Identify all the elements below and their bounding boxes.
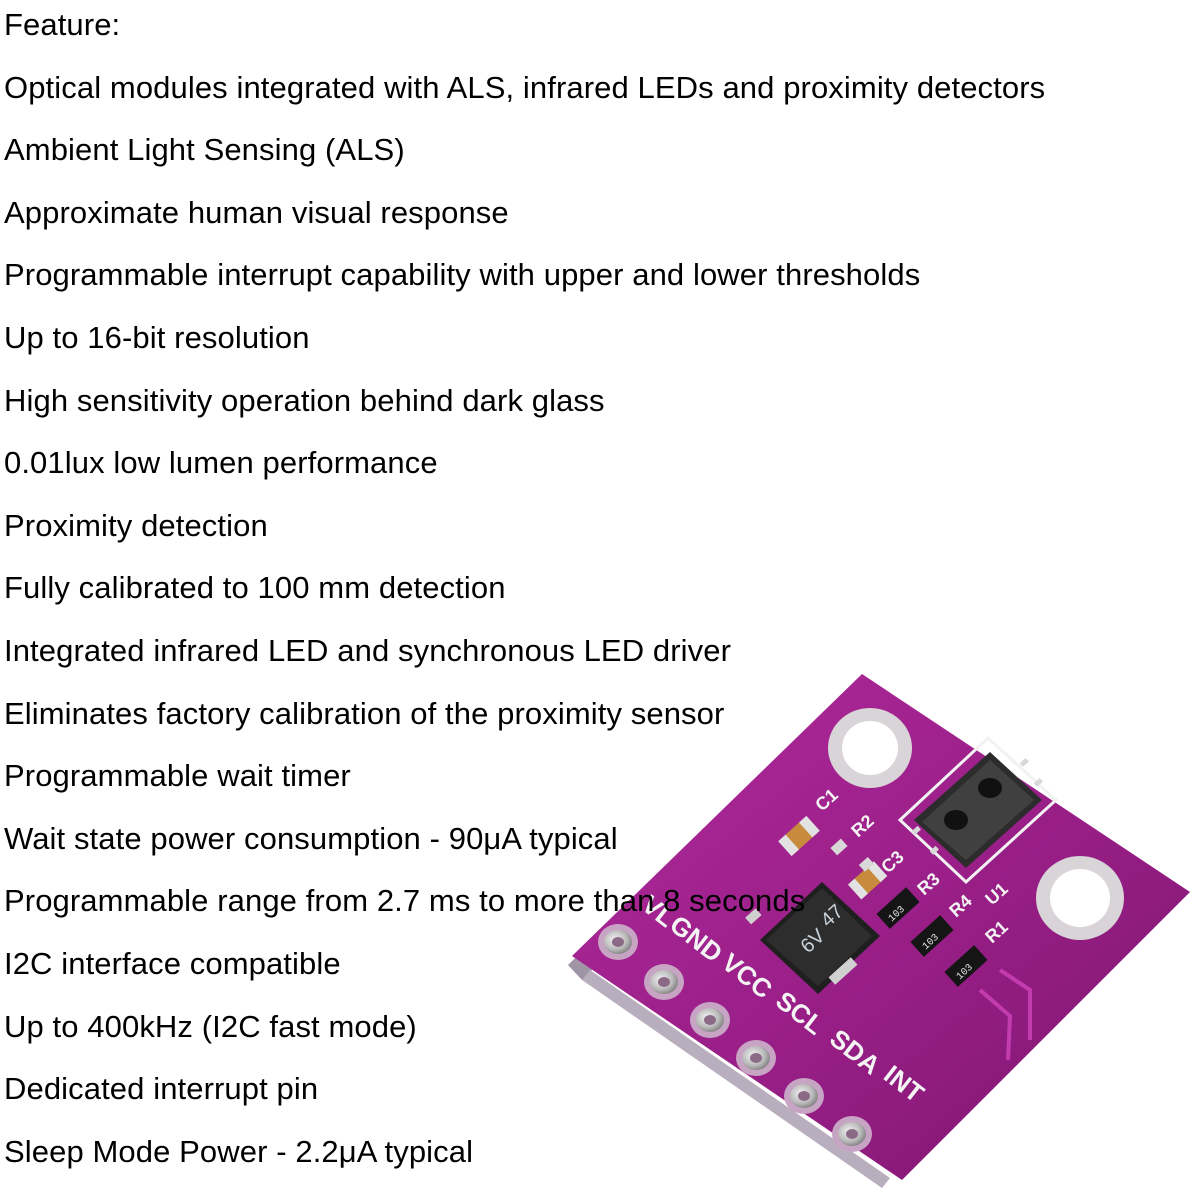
feature-item: 0.01lux low lumen performance (4, 445, 438, 481)
sensor-board-photo: 47 6V 103 103 103 C1 R2 C3 R3 R4 U1 R1 (560, 660, 1200, 1200)
board-edge-bottom (582, 970, 890, 1188)
pin-int (832, 1116, 872, 1152)
trace-right-2 (978, 988, 1013, 1061)
header-pins (598, 924, 872, 1152)
feature-item: Wait state power consumption - 90μA typi… (4, 820, 618, 856)
feature-item: Optical modules integrated with ALS, inf… (4, 69, 1046, 105)
feature-item: Programmable range from 2.7 ms to more t… (4, 883, 806, 919)
trace-right (998, 968, 1032, 1040)
mounting-hole-top (828, 708, 912, 788)
feature-item: Fully calibrated to 100 mm detection (4, 570, 506, 606)
pin-scl (736, 1040, 776, 1076)
pin-gnd (644, 964, 684, 1000)
feature-item: Programmable interrupt capability with u… (4, 257, 921, 293)
pad-r2 (830, 838, 848, 856)
regulator-chip: 47 6V (745, 882, 880, 994)
feature-item: Sleep Mode Power - 2.2μA typical (4, 1133, 474, 1169)
feature-item: I2C interface compatible (4, 945, 341, 981)
feature-item: Proximity detection (4, 507, 268, 543)
feature-item: Up to 16-bit resolution (4, 319, 310, 355)
feature-item: Dedicated interrupt pin (4, 1071, 319, 1107)
proximity-sensor-chip (911, 752, 1043, 868)
sensor-outline (897, 735, 1059, 885)
feature-heading: Feature: (4, 7, 121, 42)
feature-item: Eliminates factory calibration of the pr… (4, 695, 725, 731)
pin-vl (598, 924, 638, 960)
mounting-hole-right (1036, 856, 1124, 940)
feature-item: High sensitivity operation behind dark g… (4, 382, 605, 418)
feature-item: Integrated infrared LED and synchronous … (4, 632, 732, 668)
feature-item: Programmable wait timer (4, 758, 351, 794)
capacitor-c1 (778, 815, 820, 857)
pin-sda (784, 1078, 824, 1114)
pad-r2b (858, 857, 874, 872)
capacitor-c3 (847, 861, 888, 900)
feature-item: Ambient Light Sensing (ALS) (4, 132, 405, 168)
feature-item: Up to 400kHz (I2C fast mode) (4, 1008, 417, 1044)
feature-list: Feature: Optical modules integrated with… (4, 0, 1200, 1189)
pin-vcc (690, 1002, 730, 1038)
feature-item: Approximate human visual response (4, 194, 509, 230)
